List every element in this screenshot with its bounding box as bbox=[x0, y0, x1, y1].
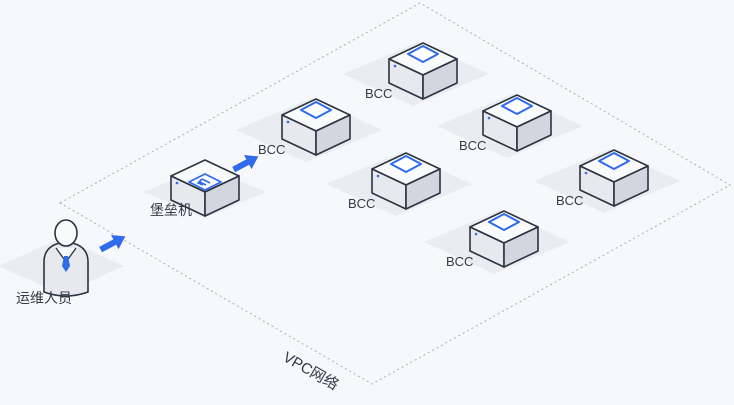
bcc-server: BCC bbox=[343, 42, 489, 106]
bcc-server: BCC bbox=[236, 98, 382, 162]
bcc-server: BCC bbox=[437, 94, 583, 158]
server-label: BCC bbox=[556, 193, 583, 208]
person-icon bbox=[43, 219, 89, 297]
server-badge-icon bbox=[390, 155, 422, 173]
arrow-right-up-icon bbox=[232, 154, 259, 173]
server-label: BCC bbox=[258, 142, 285, 157]
server-badge-icon bbox=[300, 101, 332, 119]
server-badge-icon bbox=[488, 213, 520, 231]
arrow-right-up-icon bbox=[99, 234, 126, 253]
bastion-label: 堡垒机 bbox=[150, 202, 192, 218]
bcc-server: BCC bbox=[424, 210, 570, 274]
server-label: BCC bbox=[446, 254, 473, 269]
server-label: BCC bbox=[348, 196, 375, 211]
server-badge-icon bbox=[501, 97, 533, 115]
bcc-server-group: BCC BCC BCC BCC BCC BCC bbox=[236, 42, 680, 274]
operator: 运维人员 bbox=[0, 219, 124, 306]
server-label: BCC bbox=[365, 86, 392, 101]
bcc-server: BCC bbox=[534, 149, 680, 213]
bastion-host: 堡垒机 bbox=[144, 159, 266, 218]
operator-label: 运维人员 bbox=[16, 290, 72, 306]
vpc-label: VPC网络 bbox=[280, 349, 341, 394]
server-label: BCC bbox=[459, 138, 486, 153]
vpc-zone-border bbox=[58, 2, 732, 385]
server-badge-icon bbox=[598, 152, 630, 170]
bcc-server: BCC bbox=[326, 152, 472, 216]
server-badge-icon bbox=[407, 45, 439, 63]
